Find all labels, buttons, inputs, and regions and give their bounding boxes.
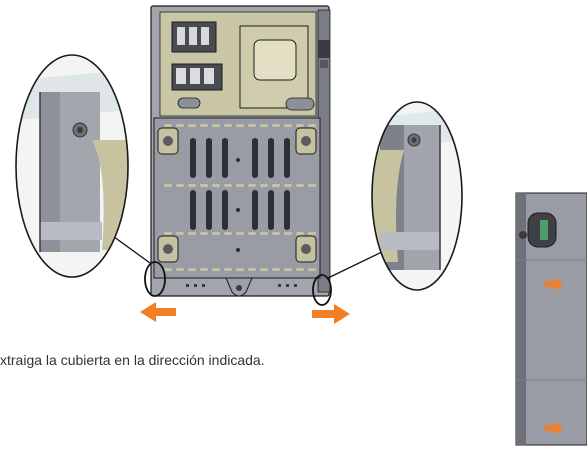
mounting-slots: [164, 124, 316, 271]
plate-dash: [272, 184, 280, 187]
plate-dash: [200, 268, 208, 271]
plate-dash: [248, 268, 256, 271]
plate-dash: [248, 232, 256, 235]
plate-dash: [296, 184, 304, 187]
plate-dash: [248, 124, 256, 127]
plate-dash: [284, 184, 292, 187]
leader-line-right: [327, 249, 387, 279]
zoom-detail-right: [371, 101, 463, 291]
plate-dash: [164, 184, 172, 187]
mounting-slot: [222, 138, 228, 178]
plate-dash: [236, 184, 244, 187]
plate-dash: [164, 124, 172, 127]
arrow-right-icon: [312, 304, 350, 324]
plate-dash: [272, 232, 280, 235]
terminal-block-top: [171, 21, 217, 53]
mounting-slot: [268, 190, 274, 230]
plate-dash: [248, 184, 256, 187]
plate-dash: [296, 268, 304, 271]
plate-dash: [188, 184, 196, 187]
callout-marker-left: [144, 261, 166, 297]
access-window: [253, 39, 297, 81]
instruction-caption: xtraiga la cubierta en la dirección indi…: [0, 352, 265, 368]
plate-dash: [260, 124, 268, 127]
plate-dash: [200, 184, 208, 187]
mounting-slot: [190, 190, 196, 230]
plate-dash: [188, 232, 196, 235]
plate-dash: [260, 268, 268, 271]
mounting-slot: [190, 138, 196, 178]
plate-dash: [236, 268, 244, 271]
leader-line-left: [109, 233, 151, 264]
plate-dash: [176, 184, 184, 187]
plate-dash: [176, 232, 184, 235]
plate-hole: [236, 208, 240, 212]
mounting-slot: [222, 190, 228, 230]
mounting-slot: [252, 138, 258, 178]
plate-dash: [224, 184, 232, 187]
plate-dash: [224, 232, 232, 235]
corner-mounts: [157, 127, 317, 263]
side-arrow-lower-icon: [545, 421, 563, 435]
device-front-view: [150, 5, 331, 297]
plate-hole: [236, 158, 240, 162]
mounting-slot: [252, 190, 258, 230]
plate-dash: [200, 232, 208, 235]
plate-dash: [272, 124, 280, 127]
arrow-left-icon: [140, 302, 176, 322]
plate-dash: [308, 232, 316, 235]
device-side-view: [515, 192, 587, 446]
plate-dash: [260, 232, 268, 235]
plate-dash: [176, 124, 184, 127]
plate-dash: [176, 268, 184, 271]
plate-dash: [284, 124, 292, 127]
terminal-block-bottom: [171, 63, 223, 91]
mounting-slot: [206, 138, 212, 178]
plate-dash: [236, 124, 244, 127]
plate-dash: [296, 232, 304, 235]
mounting-slot: [284, 138, 290, 178]
plate-dash: [212, 124, 220, 127]
mounting-slot: [284, 190, 290, 230]
plate-dash: [224, 124, 232, 127]
plate-dash: [236, 232, 244, 235]
plate-dash: [200, 124, 208, 127]
plate-dash: [284, 232, 292, 235]
plate-hole: [236, 248, 240, 252]
plate-dash: [164, 268, 172, 271]
plate-dash: [212, 184, 220, 187]
plate-dash: [308, 268, 316, 271]
plate-dash: [296, 124, 304, 127]
plate-dash: [308, 124, 316, 127]
mounting-plate: [153, 117, 321, 279]
plate-dash: [308, 184, 316, 187]
plate-dash: [188, 124, 196, 127]
plate-dash: [164, 232, 172, 235]
plate-dash: [260, 184, 268, 187]
plate-dash: [272, 268, 280, 271]
zoom-detail-left: [15, 54, 129, 278]
plate-dash: [212, 268, 220, 271]
plate-dash: [224, 268, 232, 271]
callout-marker-right: [312, 274, 332, 306]
side-arrow-upper-icon: [545, 277, 563, 291]
mounting-slot: [206, 190, 212, 230]
mounting-slot: [268, 138, 274, 178]
plate-dash: [188, 268, 196, 271]
plate-dash: [284, 268, 292, 271]
side-connector: [318, 40, 330, 58]
plate-dash: [212, 232, 220, 235]
